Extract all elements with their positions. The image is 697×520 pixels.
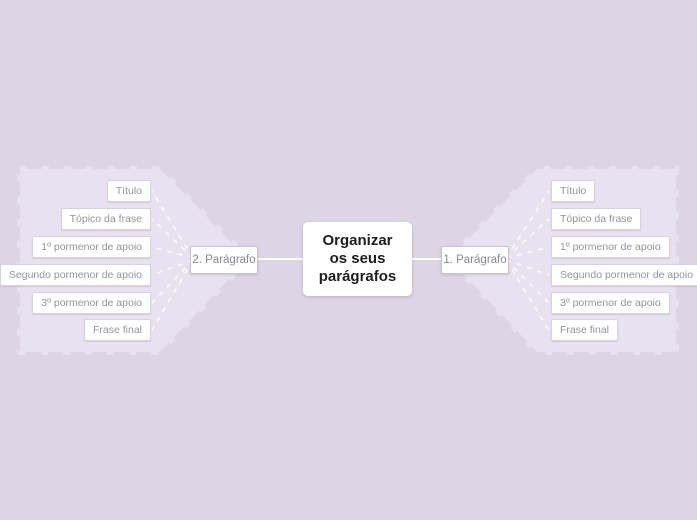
subtopic-node[interactable]: Segundo pormenor de apoio xyxy=(0,264,151,286)
subtopic-node[interactable]: Título xyxy=(551,180,596,202)
central-topic-line: os seus xyxy=(329,250,386,267)
subtopic-node[interactable]: Título xyxy=(106,180,151,202)
subtopic-node[interactable]: Segundo pormenor de apoio xyxy=(551,264,697,286)
subtopic-node[interactable]: Tópico da frase xyxy=(551,208,642,230)
central-topic-node[interactable]: Organizar os seus parágrafos xyxy=(303,222,412,296)
connector-line-dashed xyxy=(151,190,194,259)
subtopic-node[interactable]: 3º pormenor de apoio xyxy=(32,292,151,314)
subtopic-node[interactable]: 1º pormenor de apoio xyxy=(32,236,151,258)
subtopic-node[interactable]: Tópico da frase xyxy=(60,208,151,230)
subtopic-node[interactable]: Frase final xyxy=(83,319,151,341)
subtopic-node[interactable]: Frase final xyxy=(551,319,619,341)
connector-line-dashed xyxy=(505,259,550,331)
branch-node-2-paragrafo[interactable]: 2. Parágrafo xyxy=(190,246,258,274)
central-topic-line: parágrafos xyxy=(318,268,397,285)
subtopic-node[interactable]: 3º pormenor de apoio xyxy=(551,292,670,314)
connector-line-dashed xyxy=(505,218,550,259)
connector-line-dashed xyxy=(505,190,550,259)
connector-line-dashed xyxy=(151,259,194,276)
connector-line-dashed xyxy=(505,246,550,259)
connector-line-dashed xyxy=(151,218,194,259)
branch-node-1-paragrafo[interactable]: 1. Parágrafo xyxy=(441,246,509,274)
connector-line-dashed xyxy=(505,259,550,276)
connector-line-dashed xyxy=(151,246,194,259)
subtopic-node[interactable]: 1º pormenor de apoio xyxy=(551,236,670,258)
connector-line-dashed xyxy=(151,259,194,331)
central-topic-line: Organizar xyxy=(322,232,393,249)
